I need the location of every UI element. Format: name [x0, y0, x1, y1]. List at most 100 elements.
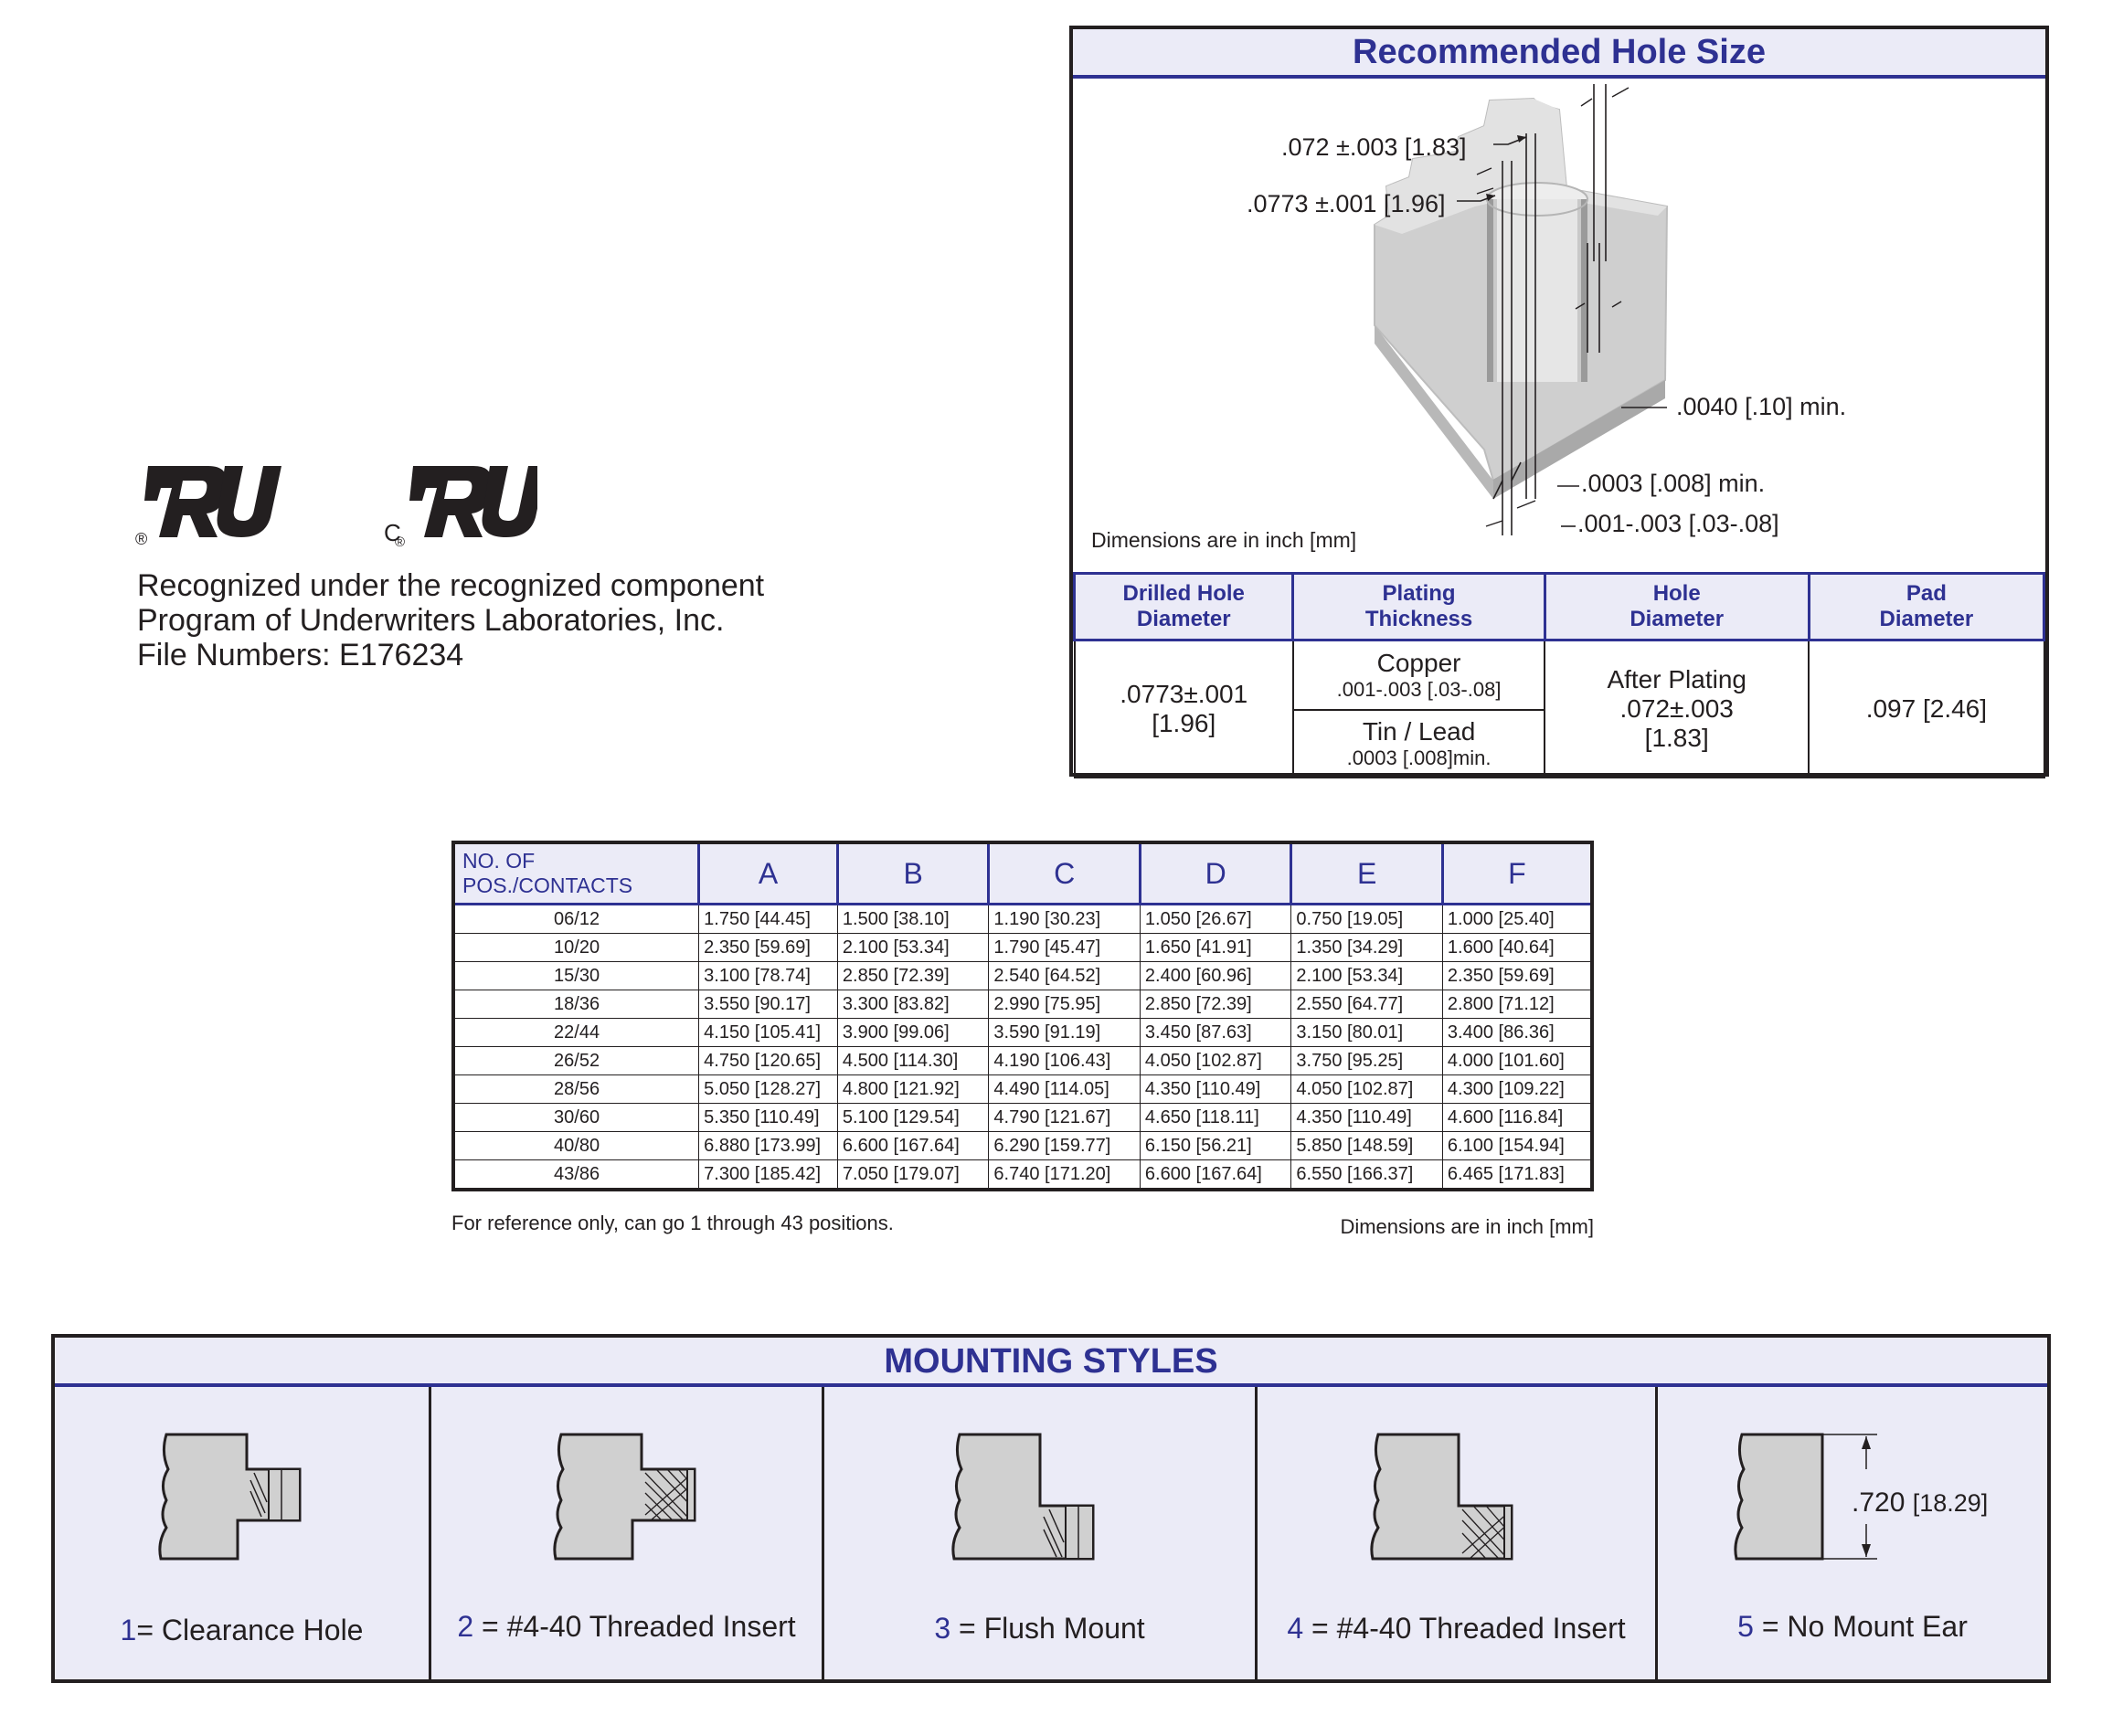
- ul-recognition-text: Recognized under the recognized componen…: [137, 568, 868, 672]
- dimension-cell: 3.590 [91.19]: [988, 1018, 1141, 1047]
- hole-diameter-cell: After Plating .072±.003 [1.83]: [1544, 639, 1810, 778]
- positions-cell: 28/56: [452, 1074, 700, 1104]
- dimension-cell: 3.900 [99.06]: [836, 1018, 990, 1047]
- dimension-cell: 6.600 [167.64]: [836, 1131, 990, 1160]
- header-b: B: [835, 841, 991, 905]
- hole-size-row-2: Tin / Lead .0003 [.008]min.: [1075, 708, 2044, 778]
- dimension-cell: 2.850 [72.39]: [836, 961, 990, 990]
- dimension-cell: 7.300 [185.42]: [698, 1159, 838, 1191]
- dimension-cell: 5.350 [110.49]: [698, 1103, 838, 1132]
- mount-style-2: 2 = #4-40 Threaded Insert: [431, 1387, 824, 1679]
- dimension-cell: 1.750 [44.45]: [698, 904, 838, 934]
- mount-style-4: 4 = #4-40 Threaded Insert: [1258, 1387, 1658, 1679]
- positions-cell: 40/80: [452, 1131, 700, 1160]
- dimension-cell: 1.050 [26.67]: [1139, 904, 1292, 934]
- no-mount-ear-diagram: [1734, 1433, 1824, 1561]
- cur-logo-icon: [409, 466, 537, 537]
- flush-mount-diagram: [951, 1433, 1095, 1561]
- mounting-styles-title: MOUNTING STYLES: [55, 1338, 2047, 1387]
- pad-diameter-cell: .097 [2.46]: [1808, 639, 2045, 778]
- header-pad-diameter: Pad Diameter: [1807, 572, 2046, 641]
- header-e: E: [1290, 841, 1444, 905]
- mount-style-4-text: = #4-40 Threaded Insert: [1303, 1612, 1626, 1645]
- threaded-insert-diagram: [553, 1433, 696, 1561]
- plated-hole-diagram: [1374, 84, 1669, 535]
- dimension-cell: 6.550 [166.37]: [1290, 1159, 1443, 1191]
- hole-value-mm: [1.83]: [1644, 723, 1709, 752]
- mount-style-2-text: = #4-40 Threaded Insert: [473, 1610, 796, 1643]
- dimension-cell: 1.350 [34.29]: [1290, 933, 1443, 962]
- dimension-cell: 4.750 [120.65]: [698, 1046, 838, 1075]
- dimension-cell: 1.600 [40.64]: [1441, 933, 1593, 962]
- header-d: D: [1138, 841, 1293, 905]
- positions-cell: 43/86: [452, 1159, 700, 1191]
- mount-style-4-number: 4: [1287, 1612, 1304, 1645]
- dimension-cell: 6.600 [167.64]: [1139, 1159, 1292, 1191]
- drilled-value: .0773±.001: [1120, 679, 1248, 708]
- dimension-cell: 4.190 [106.43]: [988, 1046, 1141, 1075]
- mount-style-3: 3 = Flush Mount: [824, 1387, 1258, 1679]
- dimension-cell: 6.150 [56.21]: [1139, 1131, 1292, 1160]
- dimension-cell: 4.600 [116.84]: [1441, 1103, 1593, 1132]
- positions-dimensions-note: Dimensions are in inch [mm]: [1340, 1215, 1594, 1238]
- canada-mark: C: [384, 519, 401, 546]
- dimension-cell: 4.790 [121.67]: [988, 1103, 1141, 1132]
- dimension-cell: 5.050 [128.27]: [698, 1074, 838, 1104]
- dimension-cell: 4.000 [101.60]: [1441, 1046, 1593, 1075]
- ul-recognized-logos: ® C ®: [135, 466, 537, 548]
- drilled-value-mm: [1.96]: [1152, 708, 1216, 737]
- dimension-cell: 4.350 [110.49]: [1139, 1074, 1292, 1104]
- dimension-cell: 2.100 [53.34]: [836, 933, 990, 962]
- ul-line-2: Program of Underwriters Laboratories, In…: [137, 603, 725, 638]
- header-f: F: [1440, 841, 1594, 905]
- mount-style-3-text: = Flush Mount: [950, 1612, 1145, 1645]
- mount-style-4-label: 4 = #4-40 Threaded Insert: [1258, 1612, 1655, 1646]
- positions-cell: 18/36: [452, 990, 700, 1019]
- dimension-cell: 3.300 [83.82]: [836, 990, 990, 1019]
- dimension-cell: 2.800 [71.12]: [1441, 990, 1593, 1019]
- dimension-cell: 3.150 [80.01]: [1290, 1018, 1443, 1047]
- flush-threaded-insert-diagram: [1370, 1433, 1513, 1561]
- dimension-cell: 3.750 [95.25]: [1290, 1046, 1443, 1075]
- positions-header-row: NO. OF POS./CONTACTS A B C D E F: [451, 841, 1594, 905]
- header-a: A: [697, 841, 839, 905]
- dimension-cell: 4.800 [121.92]: [836, 1074, 990, 1104]
- dimension-cell: 6.100 [154.94]: [1441, 1131, 1593, 1160]
- dimension-cell: 4.350 [110.49]: [1290, 1103, 1443, 1132]
- dimension-cell: 1.790 [45.47]: [988, 933, 1141, 962]
- positions-reference-note: For reference only, can go 1 through 43 …: [451, 1212, 894, 1234]
- tin-lead-label: Tin / Lead: [1362, 716, 1476, 746]
- hole-size-table: Drilled Hole Diameter Plating Thickness …: [1072, 572, 2046, 778]
- dimension-cell: 2.350 [59.69]: [1441, 961, 1593, 990]
- positions-cell: 06/12: [452, 904, 700, 934]
- header-drilled-hole: Drilled Hole Diameter: [1072, 572, 1295, 641]
- mount-style-3-number: 3: [934, 1612, 951, 1645]
- dimension-cell: 3.550 [90.17]: [698, 990, 838, 1019]
- ear-dimension-inch: .720: [1852, 1487, 1906, 1518]
- header-plating-thickness: Plating Thickness: [1291, 572, 1546, 641]
- dimension-cell: 4.650 [118.11]: [1139, 1103, 1292, 1132]
- copper-dim-label: .001-.003 [.03-.08]: [1577, 510, 1779, 537]
- dimension-cell: 6.740 [171.20]: [988, 1159, 1141, 1191]
- tin-lead-dim-label: .0003 [.008] min.: [1581, 470, 1766, 497]
- dimension-cell: 3.100 [78.74]: [698, 961, 838, 990]
- dimension-cell: 2.850 [72.39]: [1139, 990, 1292, 1019]
- dimension-cell: 2.100 [53.34]: [1290, 961, 1443, 990]
- mount-style-2-label: 2 = #4-40 Threaded Insert: [431, 1610, 822, 1644]
- hole-dimensions-note: Dimensions are in inch [mm]: [1091, 528, 1357, 552]
- dimension-cell: 2.550 [64.77]: [1290, 990, 1443, 1019]
- dimension-cell: 4.150 [105.41]: [698, 1018, 838, 1047]
- ul-line-1: Recognized under the recognized componen…: [137, 568, 765, 603]
- recommended-hole-size-panel: Recommended Hole Size: [1069, 26, 2049, 778]
- mount-style-5-label: 5 = No Mount Ear: [1658, 1610, 2047, 1644]
- dimension-cell: 4.490 [114.05]: [988, 1074, 1141, 1104]
- mount-style-1-text: = Clearance Hole: [136, 1614, 364, 1646]
- registered-mark: ®: [135, 530, 147, 548]
- hole-dia-label: .072 ±.003 [1.83]: [1281, 133, 1467, 161]
